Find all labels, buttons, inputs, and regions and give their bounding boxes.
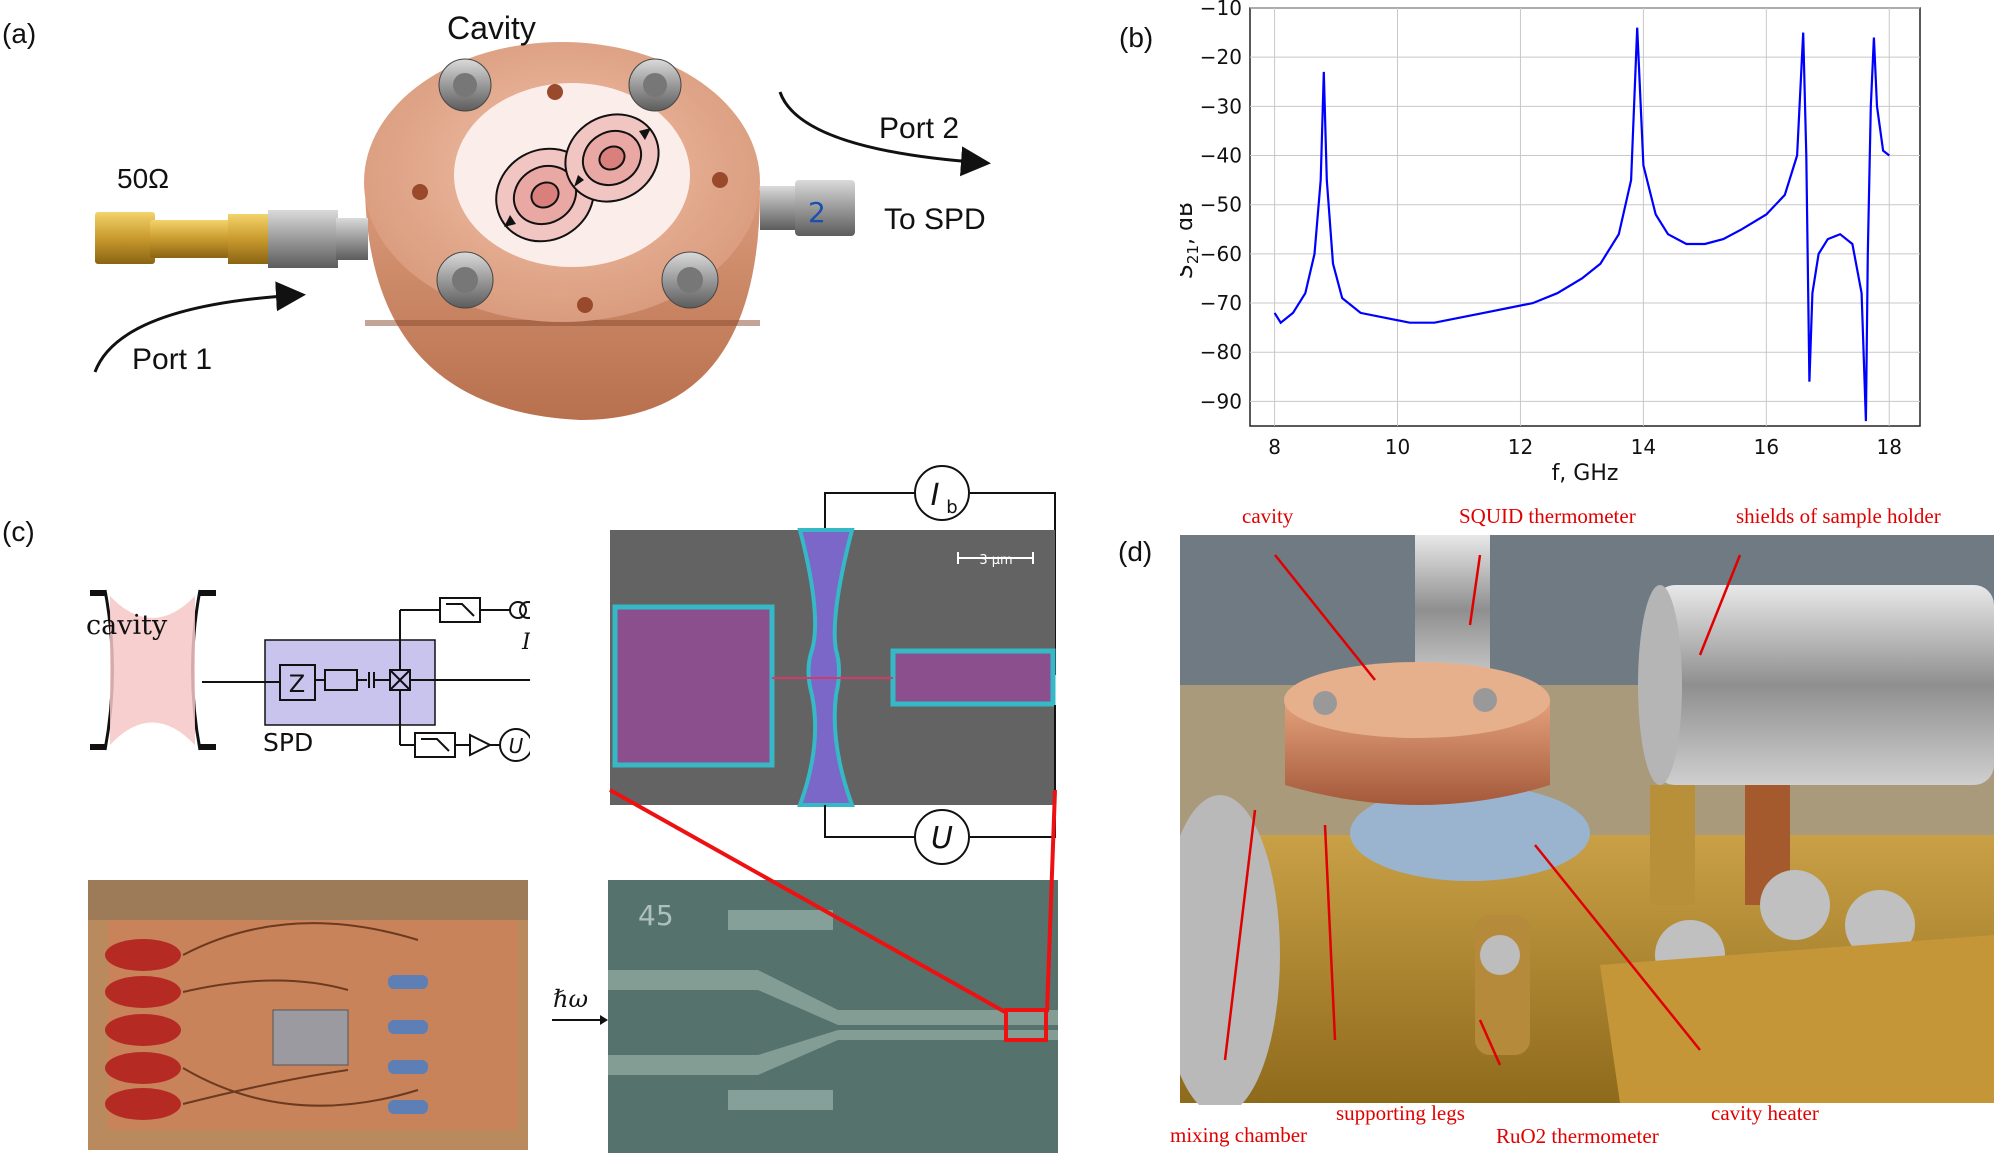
mode-field-pattern	[495, 113, 660, 243]
annotation-shields: shields of sample holder	[1736, 504, 1941, 528]
zoom-lines	[609, 788, 1057, 1014]
photon-arrow	[552, 1015, 608, 1025]
y-axis-label-sub: 21	[1184, 245, 1202, 264]
scale-bar-label: 3 μm	[979, 553, 1012, 568]
red-connectors	[105, 939, 181, 1120]
right-electrode	[890, 648, 1056, 707]
circuit-cavity-label: cavity	[86, 610, 168, 641]
to-spd-label: To SPD	[884, 203, 986, 236]
port2-arrow	[778, 91, 991, 177]
panel-b-label: (b)	[1119, 22, 1154, 53]
y-tick-label: −90	[1200, 389, 1242, 413]
bias-current-source	[914, 465, 970, 521]
squid-thermometer	[1415, 535, 1490, 685]
x-tick-label: 18	[1877, 435, 1902, 459]
annotation-cavity-heater: cavity heater	[1711, 1101, 1819, 1125]
y-tick-label: −30	[1200, 94, 1242, 118]
x-tick-label: 8	[1268, 435, 1281, 459]
bias-current-source-sub: b	[946, 497, 957, 518]
x-axis-label: f, GHz	[1552, 461, 1619, 486]
left-electrode	[612, 604, 775, 768]
connector-number: 2	[808, 196, 826, 229]
brass-block	[1600, 935, 1994, 1103]
y-axis-label-unit: , dB	[1180, 202, 1198, 245]
cavity-beam	[110, 596, 195, 745]
amplifier-symbol	[469, 733, 493, 757]
zoom-box	[1004, 1008, 1048, 1042]
panel-d-label: (d)	[1118, 536, 1153, 567]
y-tick-label: −50	[1200, 193, 1242, 217]
port1-connector	[95, 210, 368, 268]
y-tick-label: −70	[1200, 291, 1242, 315]
bolts	[412, 58, 728, 313]
y-ticks: −10 −20 −30 −40 −50 −60 −70 −80 −90	[1200, 0, 1242, 413]
port1-label: Port 1	[132, 343, 213, 376]
panel-a-photo: 2	[93, 42, 991, 420]
impedance-label: Z	[289, 670, 305, 698]
load-50-ohm-label: 50Ω	[117, 163, 170, 194]
y-tick-label: −60	[1200, 242, 1242, 266]
chip	[272, 1009, 349, 1066]
plot-area	[1249, 7, 1921, 427]
spd-box	[264, 639, 436, 726]
y-tick-label: −80	[1200, 340, 1242, 364]
annotation-mixing-chamber: mixing chamber	[1170, 1123, 1308, 1147]
port1-arrow	[93, 281, 306, 373]
y-tick-label: −40	[1200, 144, 1242, 168]
y-tick-label: −20	[1200, 45, 1242, 69]
center-strip	[797, 528, 855, 807]
circuit-spd-label: SPD	[263, 728, 314, 757]
voltmeter-label: U	[509, 734, 524, 758]
filter-top	[439, 597, 481, 623]
optical-chip-image: 45	[608, 880, 1058, 1153]
bias-current-source-main: I	[931, 478, 940, 513]
x-ticks: 8 10 12 14 16 18	[1268, 435, 1902, 459]
x-tick-label: 12	[1508, 435, 1533, 459]
annotation-lines	[1223, 554, 1742, 1066]
filter-bottom	[414, 732, 456, 758]
chip-number: 45	[638, 899, 674, 932]
x-tick-label: 16	[1754, 435, 1779, 459]
annotation-squid: SQUID thermometer	[1459, 504, 1636, 528]
x-tick-label: 10	[1385, 435, 1410, 459]
port2-label: Port 2	[879, 112, 960, 145]
opening	[1350, 785, 1590, 881]
blue-resistors	[388, 975, 428, 1114]
sem-image-panel: I b 3 μm U	[530, 455, 1130, 875]
panel-a-label: (a)	[2, 18, 37, 49]
mixing-chamber	[1180, 795, 1280, 1105]
port2-connector: 2	[760, 180, 855, 236]
chip-holder-photo	[88, 880, 528, 1150]
annotation-ruo2: RuO2 thermometer	[1496, 1124, 1659, 1148]
annotation-cavity: cavity	[1242, 504, 1294, 528]
panel-d-photo	[1180, 535, 1994, 1105]
shields-cylinder	[1655, 585, 1994, 785]
bias-current-main: I	[522, 630, 531, 655]
panel-c-label: (c)	[2, 516, 35, 547]
impedance-box	[279, 664, 316, 701]
x-tick-label: 14	[1631, 435, 1656, 459]
y-axis-label: S21, dB	[1180, 202, 1202, 278]
voltmeter-circle-label: U	[931, 821, 953, 856]
y-tick-label: −10	[1200, 0, 1242, 20]
voltmeter	[914, 809, 970, 865]
photon-label: ℏω	[553, 985, 589, 1013]
s21-series-line	[1273, 27, 1890, 422]
coil-left	[1650, 785, 1695, 905]
y-axis-label-main: S	[1180, 264, 1198, 278]
annotation-supporting-legs: supporting legs	[1336, 1101, 1465, 1125]
cavity-title: Cavity	[447, 10, 536, 46]
